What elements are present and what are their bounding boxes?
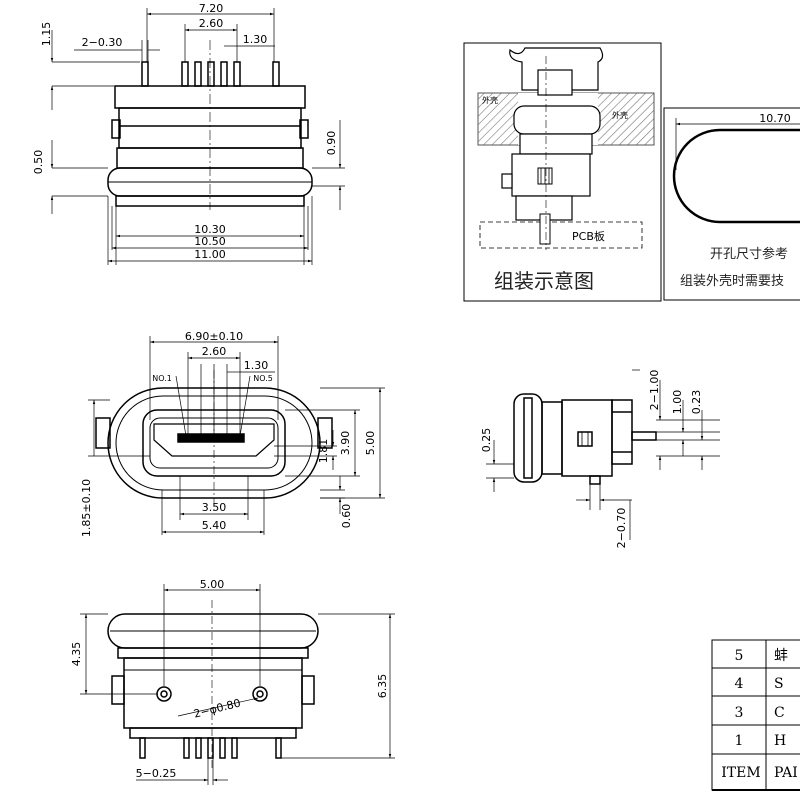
top-ring-label: 0.90 (325, 131, 338, 156)
side-view (513, 393, 657, 485)
front-height-outer-label: 5.00 (364, 431, 377, 456)
front-outer-width-label: 5.40 (202, 519, 227, 532)
side-dim-d-label: 0.25 (480, 428, 493, 453)
side-dim-a-label: 2−1.00 (648, 370, 661, 411)
assembly-drawing (477, 47, 655, 250)
top-mid-label: 10.50 (194, 235, 226, 248)
table-header-part: PAI (774, 765, 798, 781)
table-row-2-item: 4 (735, 676, 744, 692)
top-pitch-outer-label: 2.60 (199, 17, 224, 30)
assembly-caption: 组装示意图 (494, 269, 594, 293)
table-row-3-part: C (774, 705, 785, 721)
assembly-shell-left-label: 外壳 (482, 95, 498, 105)
top-pin-width-label: 2−0.30 (82, 36, 123, 49)
bottom-hole-label: 2−φ0.80 (192, 696, 242, 720)
bottom-pins-label: 5−0.25 (136, 767, 177, 780)
top-view (107, 40, 313, 210)
side-dim-b-label: 1.00 (671, 390, 684, 415)
cutout-note-1: 开孔尺寸参考 (710, 246, 788, 262)
front-width-label: 6.90±0.10 (185, 330, 243, 343)
front-offset-label: 1.85±0.10 (80, 479, 93, 537)
side-dim-e-label: 2−0.70 (615, 508, 628, 549)
bottom-height-label: 4.35 (70, 642, 83, 667)
top-inner-label: 10.30 (194, 223, 226, 236)
table-row-2-part: S (774, 676, 784, 692)
assembly-frame (463, 42, 662, 302)
front-pin1-label: NO.1 (152, 374, 172, 383)
side-view-dims (486, 369, 720, 540)
table-row-4-part: H (774, 733, 786, 749)
front-pitch-outer-label: 2.60 (202, 345, 227, 358)
table-row-1-item: 5 (735, 648, 744, 664)
front-pitch-label: 1.30 (244, 359, 269, 372)
front-view-dims (88, 336, 385, 535)
front-inner-width-label: 3.50 (202, 501, 227, 514)
front-height-inner-label: 3.90 (339, 431, 352, 456)
top-view-dims (50, 8, 345, 265)
top-pitch-label: 1.30 (243, 33, 268, 46)
top-pin-height-label: 1.15 (40, 22, 53, 47)
table-row-1-part: 蚌 (774, 648, 788, 664)
cutout-frame (663, 107, 800, 301)
front-small-label: 1.81 (317, 439, 330, 464)
assembly-pcb-label: PCB板 (572, 229, 605, 243)
assembly-shell-right-label: 外壳 (612, 110, 628, 120)
cutout-note-2: 组装外壳时需要技 (680, 274, 784, 289)
front-pin5-label: NO.5 (253, 374, 273, 383)
bottom-view (107, 600, 319, 770)
table-row-4-item: 1 (735, 733, 744, 749)
bottom-view-dims (80, 584, 395, 785)
top-outer-label: 11.00 (194, 248, 226, 261)
front-bottom-label: 0.60 (340, 504, 353, 529)
bottom-total-label: 6.35 (376, 674, 389, 699)
parts-table (711, 639, 800, 791)
table-row-3-item: 3 (735, 705, 744, 721)
bottom-width-label: 5.00 (200, 578, 225, 591)
top-width-label: 7.20 (199, 2, 224, 15)
table-header-item: ITEM (721, 765, 760, 781)
cutout-width-label: 10.70 (759, 112, 791, 125)
top-flange-label: 0.50 (32, 150, 45, 175)
side-dim-c-label: 0.23 (690, 390, 703, 415)
